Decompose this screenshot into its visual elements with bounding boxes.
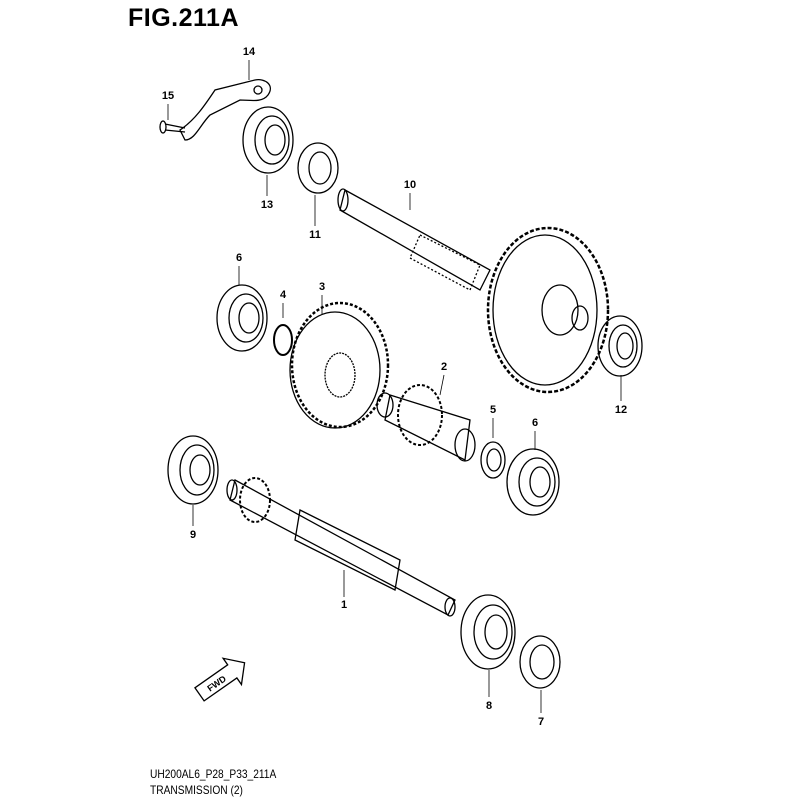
callout-10: 10 — [403, 179, 417, 191]
part-8-bearing — [460, 594, 516, 670]
part-6-bearing-lower — [506, 448, 560, 516]
fwd-arrow-icon: FWD — [194, 657, 246, 702]
callout-8: 8 — [485, 700, 493, 712]
callout-6-lower: 6 — [531, 417, 539, 429]
part-3-gear — [289, 301, 390, 429]
part-13-bearing — [242, 106, 294, 174]
callout-11: 11 — [309, 229, 321, 241]
part-6-bearing-upper — [216, 284, 268, 352]
callout-4: 4 — [279, 289, 287, 301]
part-12-bearing — [597, 315, 643, 377]
figure-caption: TRANSMISSION (2) — [150, 783, 243, 797]
callout-7: 7 — [537, 716, 545, 728]
callout-12: 12 — [614, 404, 628, 416]
part-1-shaft — [226, 477, 456, 617]
callout-5: 5 — [489, 404, 497, 416]
callout-2: 2 — [440, 361, 448, 373]
figure-code: UH200AL6_P28_P33_211A — [150, 767, 277, 781]
callout-9: 9 — [189, 529, 197, 541]
callout-15: 15 — [161, 90, 175, 102]
callout-13: 13 — [260, 199, 274, 211]
callout-3: 3 — [318, 281, 326, 293]
leader-lines — [167, 60, 622, 713]
part-4-circlip — [273, 324, 293, 356]
part-14-bracket — [179, 79, 271, 141]
part-9-bearing — [167, 435, 219, 505]
part-2-gear — [376, 384, 476, 462]
part-15-screw — [159, 120, 186, 134]
part-7-seal — [519, 635, 561, 689]
callout-14: 14 — [242, 46, 256, 58]
part-5-washer — [480, 441, 506, 479]
part-10-shaft-gear — [337, 188, 610, 394]
callout-6-upper: 6 — [235, 252, 243, 264]
callout-1: 1 — [340, 599, 348, 611]
figure-title: FIG.211A — [128, 4, 239, 32]
part-11-seal — [297, 142, 339, 194]
